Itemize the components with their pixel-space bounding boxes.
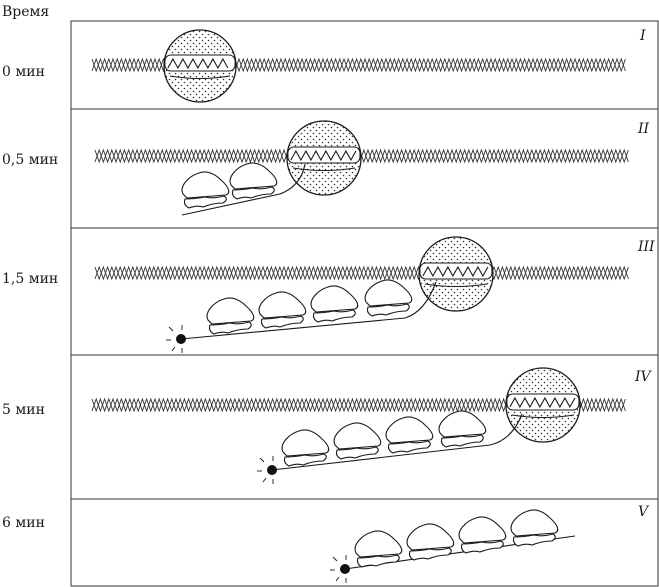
panel-2-dna-icon xyxy=(94,148,629,164)
nascent-rna-arc xyxy=(424,283,488,288)
cap-dot xyxy=(340,564,350,574)
cap-ray xyxy=(335,576,340,582)
ribosome-large-subunit xyxy=(438,410,487,438)
ribosome-large-subunit xyxy=(206,297,255,325)
panel-5-mrna-5-end-cap-icon xyxy=(330,555,350,583)
cap-ray xyxy=(171,346,176,352)
template-strand-zigzag xyxy=(290,149,357,162)
template-strand-zigzag xyxy=(422,265,489,278)
template-strand-zigzag xyxy=(509,396,576,409)
ribosome-large-subunit xyxy=(310,285,359,313)
ribosome-small-subunit xyxy=(366,303,410,317)
panel-3-frame xyxy=(70,227,659,356)
panel-2-rna-polymerase-icon xyxy=(286,120,362,196)
panel-5-frame xyxy=(70,498,659,587)
panel-3-time-label: 1,5 мин xyxy=(2,271,58,287)
panel-5-ribosome-1-icon xyxy=(354,530,403,568)
ribosome-large-subunit xyxy=(458,516,507,544)
ribosome-small-subunit xyxy=(183,195,227,209)
panel-4-ribosome-2-icon xyxy=(333,422,382,460)
panel-4-time-label: 5 мин xyxy=(2,402,45,418)
panel-5-stage-label: V xyxy=(638,504,650,520)
cap-dot xyxy=(267,465,277,475)
ribosome-large-subunit xyxy=(258,291,307,319)
ribosome-large-subunit xyxy=(364,279,413,307)
panel-4-mrna-strand xyxy=(271,413,523,471)
time-column-header: Время xyxy=(2,4,49,20)
cap-ray xyxy=(262,477,267,483)
panel-3-mrna-5-end-cap-icon xyxy=(166,325,186,353)
panel-3-ribosome-1-icon xyxy=(206,297,255,335)
panel-1-rna-polymerase-icon xyxy=(163,29,237,103)
ribosome-small-subunit xyxy=(512,533,556,547)
panel-4-stage-label: IV xyxy=(634,369,653,385)
ribosome-small-subunit xyxy=(312,309,356,323)
panel-2-ribosome-2-icon xyxy=(229,162,278,200)
ribosome-small-subunit xyxy=(231,186,275,200)
panel-2-mrna-strand xyxy=(181,163,306,216)
nascent-rna-arc xyxy=(169,75,231,80)
panel-3-mrna-strand xyxy=(180,281,437,340)
dna-strand-lower xyxy=(94,265,629,281)
panel-4: 5 мин IV xyxy=(2,354,659,500)
template-strand-zigzag xyxy=(167,57,229,70)
ribosome-large-subunit xyxy=(385,416,434,444)
panel-4-ribosome-3-icon xyxy=(385,416,434,454)
ribosome-small-subunit xyxy=(408,547,452,561)
panel-1-time-label: 0 мин xyxy=(2,64,45,80)
panel-3-stage-label: III xyxy=(637,239,655,255)
dna-strand-lower xyxy=(94,148,629,164)
ribosome-small-subunit xyxy=(460,540,504,554)
panel-5-ribosome-2-icon xyxy=(406,523,455,561)
panel-3: 1,5 мин III xyxy=(2,227,659,356)
cap-dot xyxy=(176,334,186,344)
ribosome-small-subunit xyxy=(356,554,400,568)
panel-3-rna-polymerase-icon xyxy=(418,236,494,312)
panel-3-ribosome-3-icon xyxy=(310,285,359,323)
panel-5-ribosome-4-icon xyxy=(510,509,559,547)
panel-4-mrna-5-end-cap-icon xyxy=(257,456,277,484)
ribosome-large-subunit xyxy=(510,509,559,537)
panel-2-frame xyxy=(70,108,659,229)
panel-5: 6 мин V xyxy=(2,498,659,587)
panel-3-dna-icon xyxy=(94,265,629,281)
panel-4-ribosome-1-icon xyxy=(281,429,330,467)
ribosome-large-subunit xyxy=(281,429,330,457)
ribosome-small-subunit xyxy=(283,453,327,467)
panel-3-ribosome-2-icon xyxy=(258,291,307,329)
cap-ray xyxy=(168,326,174,332)
ribosome-small-subunit xyxy=(208,321,252,335)
ribosome-large-subunit xyxy=(406,523,455,551)
ribosome-large-subunit xyxy=(354,530,403,558)
nascent-rna-arc xyxy=(511,414,575,419)
panel-1-stage-label: I xyxy=(639,28,646,44)
panel-5-ribosome-3-icon xyxy=(458,516,507,554)
ribosome-large-subunit xyxy=(229,162,278,190)
panel-2-ribosome-1-icon xyxy=(181,171,230,209)
nascent-rna-arc xyxy=(292,167,356,172)
panel-3-ribosome-4-icon xyxy=(364,279,413,317)
panel-1-frame xyxy=(70,20,659,110)
ribosome-small-subunit xyxy=(387,440,431,454)
ribosome-small-subunit xyxy=(335,446,379,460)
panel-1: 0 мин I xyxy=(2,20,659,110)
cap-ray xyxy=(332,556,338,562)
panel-4-rna-polymerase-icon xyxy=(505,367,581,443)
ribosome-large-subunit xyxy=(333,422,382,450)
panel-2: 0,5 мин II xyxy=(2,108,659,229)
panel-5-time-label: 6 мин xyxy=(2,515,45,531)
panel-2-stage-label: II xyxy=(637,121,650,137)
cap-ray xyxy=(259,457,265,463)
panel-2-time-label: 0,5 мин xyxy=(2,152,58,168)
panel-4-ribosome-4-icon xyxy=(438,410,487,448)
ribosome-small-subunit xyxy=(260,315,304,329)
ribosome-large-subunit xyxy=(181,171,230,199)
ribosome-small-subunit xyxy=(440,434,484,448)
